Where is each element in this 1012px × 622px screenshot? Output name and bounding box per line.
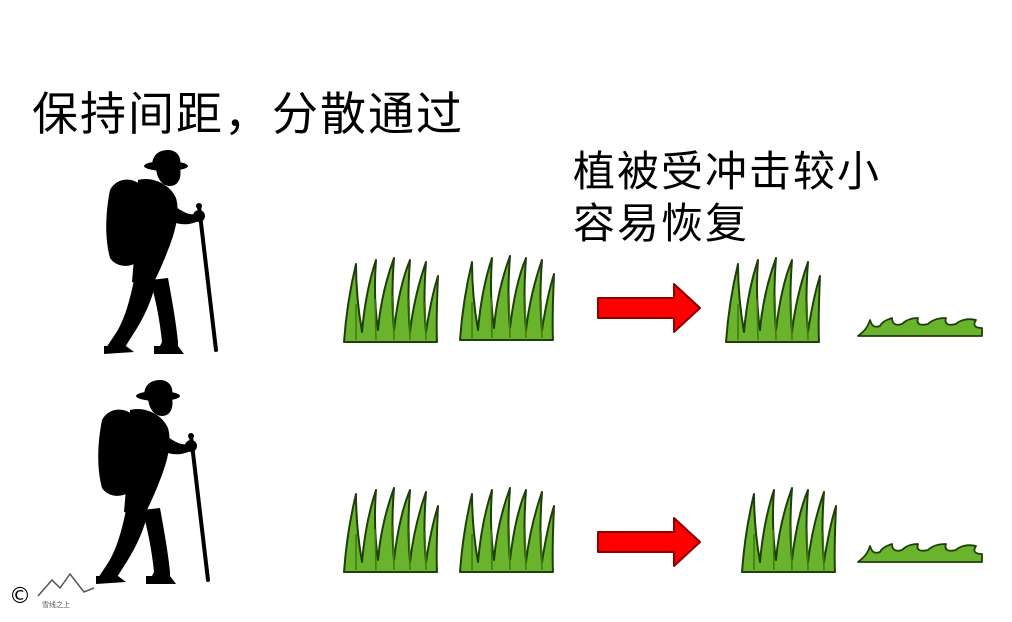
mountain-logo-icon: 雪线之上 (37, 572, 95, 609)
logo-text: 雪线之上 (42, 600, 70, 609)
caption-line-1: 植被受冲击较小 (573, 147, 882, 196)
grass-tuft-icon (343, 487, 439, 573)
copyright-symbol: © (9, 584, 31, 609)
hiker-silhouette-icon (94, 378, 210, 586)
grass-tuft-icon (725, 257, 821, 343)
caption-line-2: 容易恢复 (573, 199, 750, 248)
caption: 植被受冲击较小 容易恢复 (573, 146, 881, 250)
hiker-silhouette-icon (102, 148, 218, 356)
grass-tuft-icon (343, 257, 439, 343)
page-title: 保持间距，分散通过 (32, 87, 464, 141)
flattened-grass-icon (857, 317, 983, 337)
right-arrow-icon (597, 517, 701, 567)
grass-tuft-icon (741, 487, 837, 573)
right-arrow-icon (597, 283, 701, 333)
grass-tuft-icon (459, 487, 555, 573)
flattened-grass-icon (857, 543, 983, 563)
grass-tuft-icon (459, 255, 555, 341)
